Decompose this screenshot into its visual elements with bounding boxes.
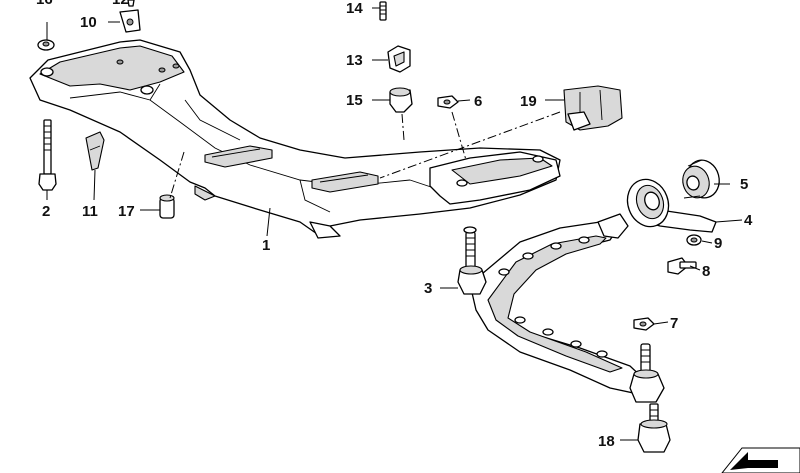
direction-arrow-icon (721, 447, 800, 473)
front-axle-carrier (29, 39, 561, 239)
callout-13: 13 (346, 52, 363, 69)
bolt-8 (667, 257, 697, 275)
callout-8: 8 (702, 263, 710, 280)
callout-3: 3 (424, 280, 432, 297)
callout-17: 17 (118, 203, 135, 220)
callout-4: 4 (744, 212, 753, 229)
callout-16: 16 (36, 0, 53, 8)
nut-6 (437, 95, 459, 109)
callout-12: 12 (112, 0, 129, 8)
nut-16 (37, 39, 55, 51)
callout-labels: 1 2 3 4 5 6 7 8 9 10 11 12 13 14 15 16 1… (36, 0, 753, 450)
bracket-10 (119, 9, 141, 33)
rubber-bushing (682, 159, 720, 199)
callout-19: 19 (520, 93, 537, 110)
clip-nut-13 (387, 45, 411, 73)
callout-2: 2 (42, 203, 50, 220)
leader-lines (46, 7, 743, 441)
washer-9 (686, 234, 702, 246)
callout-10: 10 (80, 14, 97, 31)
callout-14: 14 (346, 0, 363, 17)
bushing-bracket-assembly (626, 178, 717, 233)
expansion-nut-15 (389, 87, 413, 113)
callout-1: 1 (262, 237, 270, 254)
assembly-lines (169, 111, 561, 199)
callout-18: 18 (598, 433, 615, 450)
bolt-2 (38, 119, 57, 191)
screw-12 (127, 0, 135, 7)
ball-joint-18 (637, 403, 671, 453)
clip-11 (85, 131, 105, 171)
control-arm (457, 213, 665, 403)
callout-6: 6 (474, 93, 482, 110)
nut-7 (633, 317, 655, 331)
engine-mount-19 (563, 85, 623, 131)
sleeve-17 (159, 194, 175, 219)
callout-5: 5 (740, 176, 748, 193)
callout-7: 7 (670, 315, 678, 332)
callout-15: 15 (346, 92, 363, 109)
screw-14 (379, 1, 387, 21)
callout-9: 9 (714, 235, 722, 252)
callout-11: 11 (82, 203, 98, 220)
